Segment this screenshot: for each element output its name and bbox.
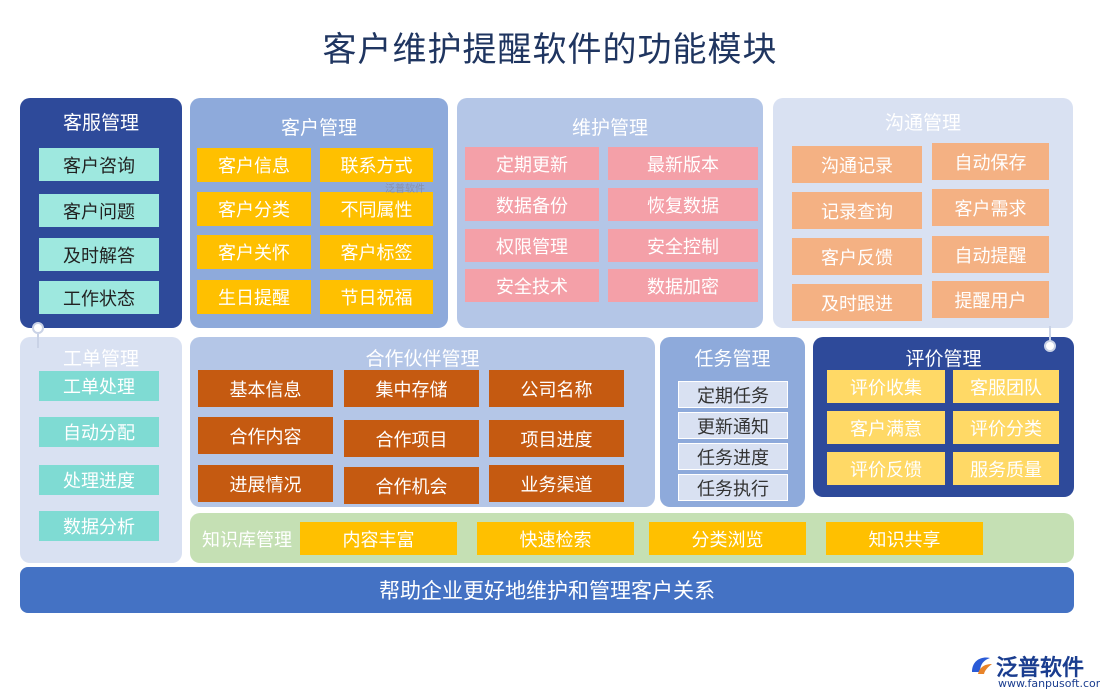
kehu-item: 生日提醒	[197, 280, 311, 314]
gongdan-panel: 工单管理 工单处理 自动分配 处理进度 数据分析	[20, 337, 182, 563]
pingjia-item: 评价反馈	[827, 452, 945, 485]
renwu-item: 任务执行	[678, 474, 788, 501]
pingjia-item: 评价分类	[953, 411, 1059, 444]
weihu-item: 安全控制	[608, 229, 758, 262]
goutong-item: 自动保存	[932, 143, 1049, 180]
renwu-item: 定期任务	[678, 381, 788, 408]
hezuo-panel: 合作伙伴管理 基本信息 集中存储 公司名称 合作内容 合作项目 项目进度 进展情…	[190, 337, 655, 507]
goutong-item: 沟通记录	[792, 146, 922, 183]
weihu-item: 恢复数据	[608, 188, 758, 221]
gongdan-title: 工单管理	[62, 348, 139, 370]
weihu-item: 权限管理	[465, 229, 599, 262]
kehu-item: 客户标签	[320, 235, 433, 269]
hezuo-item: 基本信息	[198, 370, 333, 407]
kehu-item: 客户信息	[197, 148, 311, 182]
hezuo-item: 集中存储	[344, 370, 479, 407]
kefu-item: 工作状态	[39, 281, 159, 314]
goutong-item: 及时跟进	[792, 284, 922, 321]
hezuo-item: 合作内容	[198, 417, 333, 454]
goutong-item: 客户需求	[932, 189, 1049, 226]
weihu-title: 维护管理	[571, 117, 648, 139]
hezuo-item: 公司名称	[489, 370, 624, 407]
logo-icon	[972, 657, 992, 674]
goutong-panel: 沟通管理 沟通记录 自动保存 记录查询 客户需求 客户反馈 自动提醒 及时跟进 …	[773, 98, 1073, 328]
kehu-item: 节日祝福	[320, 280, 433, 314]
connector-line	[37, 334, 39, 348]
zhishi-item: 快速检索	[477, 522, 634, 555]
gongdan-item: 处理进度	[39, 465, 159, 495]
pingjia-item: 服务质量	[953, 452, 1059, 485]
kehu-panel: 客户管理 客户信息 联系方式 客户分类 不同属性 客户关怀 客户标签 生日提醒 …	[190, 98, 448, 328]
goutong-item: 记录查询	[792, 192, 922, 229]
kehu-item: 联系方式	[320, 148, 433, 182]
weihu-item: 安全技术	[465, 269, 599, 302]
weihu-item: 最新版本	[608, 147, 758, 180]
kehu-title: 客户管理	[280, 117, 357, 139]
kefu-item: 客户问题	[39, 194, 159, 227]
zhishi-item: 知识共享	[826, 522, 983, 555]
zhishi-item: 内容丰富	[300, 522, 457, 555]
gongdan-item: 工单处理	[39, 371, 159, 401]
pingjia-panel: 评价管理 评价收集 客服团队 客户满意 评价分类 评价反馈 服务质量	[813, 337, 1074, 497]
logo-name: 泛普软件	[996, 656, 1085, 681]
pingjia-item: 客服团队	[953, 370, 1059, 403]
connector-dot	[32, 322, 44, 334]
goutong-item: 自动提醒	[932, 236, 1049, 273]
goutong-item: 提醒用户	[932, 281, 1049, 318]
renwu-panel: 任务管理 定期任务 更新通知 任务进度 任务执行	[660, 337, 805, 507]
kefu-item: 客户咨询	[39, 148, 159, 181]
gongdan-item: 数据分析	[39, 511, 159, 541]
hezuo-item: 进展情况	[198, 465, 333, 502]
pingjia-item: 评价收集	[827, 370, 945, 403]
hezuo-item: 合作项目	[344, 420, 479, 457]
hezuo-item: 项目进度	[489, 420, 624, 457]
hezuo-item: 业务渠道	[489, 465, 624, 502]
weihu-panel: 维护管理 定期更新 最新版本 数据备份 恢复数据 权限管理 安全控制 安全技术 …	[457, 98, 763, 328]
hezuo-item: 合作机会	[344, 467, 479, 504]
kefu-title: 客服管理	[62, 112, 139, 134]
weihu-item: 定期更新	[465, 147, 599, 180]
logo-url: www.fanpusoft.com	[998, 677, 1100, 690]
weihu-item: 数据加密	[608, 269, 758, 302]
renwu-item: 任务进度	[678, 443, 788, 470]
zhishi-item: 分类浏览	[649, 522, 806, 555]
goutong-item: 客户反馈	[792, 238, 922, 275]
goutong-title: 沟通管理	[884, 112, 961, 134]
brand-logo[interactable]: 泛普软件 www.fanpusoft.com	[968, 650, 1100, 694]
page-title: 客户维护提醒软件的功能模块	[322, 30, 778, 70]
weihu-item: 数据备份	[465, 188, 599, 221]
zhishi-title: 知识库管理	[202, 530, 292, 551]
renwu-title: 任务管理	[694, 348, 771, 370]
zhishi-panel: 知识库管理 内容丰富 快速检索 分类浏览 知识共享	[190, 513, 1074, 563]
watermark: 泛普软件	[385, 184, 425, 195]
kehu-item: 不同属性	[320, 192, 433, 226]
pingjia-title: 评价管理	[905, 348, 982, 370]
kehu-item: 客户关怀	[197, 235, 311, 269]
connector-line	[1049, 326, 1051, 342]
pingjia-item: 客户满意	[827, 411, 945, 444]
kefu-item: 及时解答	[39, 238, 159, 271]
renwu-item: 更新通知	[678, 412, 788, 439]
kefu-panel: 客服管理 客户咨询 客户问题 及时解答 工作状态	[20, 98, 182, 328]
hezuo-title: 合作伙伴管理	[365, 348, 480, 370]
kehu-item: 客户分类	[197, 192, 311, 226]
gongdan-item: 自动分配	[39, 417, 159, 447]
footer-banner: 帮助企业更好地维护和管理客户关系	[20, 567, 1074, 613]
